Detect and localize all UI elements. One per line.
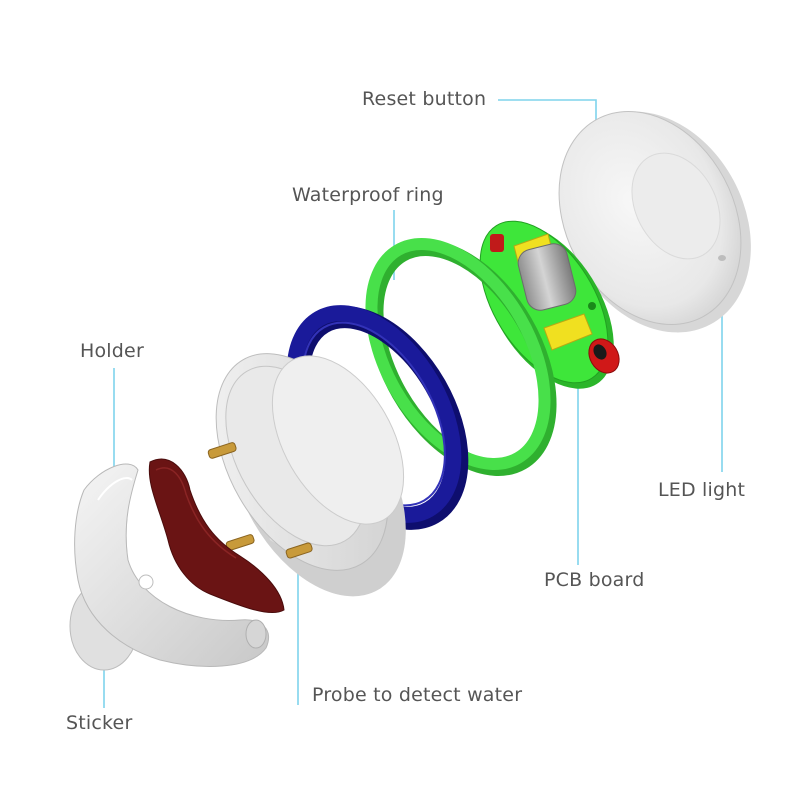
led-cover — [558, 111, 751, 333]
waterproof-ring — [365, 238, 557, 476]
label-waterproof-ring: Waterproof ring — [292, 184, 444, 206]
label-reset-button: Reset button — [362, 88, 487, 110]
buzzer-motor — [517, 243, 577, 311]
label-probe: Probe to detect water — [312, 684, 523, 706]
label-led-light: LED light — [658, 479, 746, 501]
holder-bracket — [69, 463, 269, 671]
base-housing — [215, 353, 406, 597]
label-sticker: Sticker — [66, 712, 133, 734]
probe-pins — [207, 442, 313, 559]
pcb-board — [479, 220, 620, 389]
label-pcb-board: PCB board — [544, 569, 645, 591]
sticker-pad — [148, 458, 285, 614]
label-holder: Holder — [80, 340, 144, 362]
led-light-dot — [718, 255, 726, 261]
